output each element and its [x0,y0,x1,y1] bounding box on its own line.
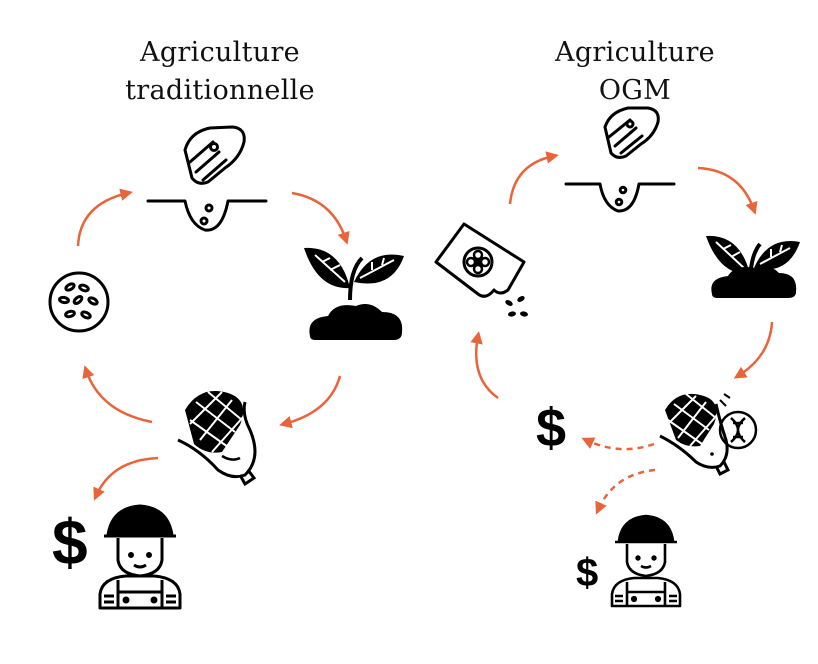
seed-dish-icon [48,271,110,333]
arrow-corn-to-market [581,437,655,451]
dashed-arrows-gmo [581,437,656,515]
arrow-seed-to-sow [76,188,133,247]
arrow-corn-to-packet [470,331,499,400]
dollar-sign-farmer-gmo: $ [576,551,598,595]
title-traditional-line1: Agriculture [140,37,300,68]
arrows-gmo [470,151,774,400]
dollar-sign-left: $ [52,506,88,578]
arrow-corn-to-dish [82,365,153,424]
arrows-traditional [76,188,350,501]
dna-icon [718,410,758,450]
hand-sowing-icon [146,125,268,232]
sprout-icon [304,247,404,340]
arrow-corn-to-farmer [93,456,159,501]
farmer-icon [98,504,182,610]
sprout-icon-gmo [706,235,800,298]
arrow-sprout-to-corn [279,375,342,429]
dollar-sign-market: $ [536,398,566,458]
title-gmo-line2: OGM [598,75,672,106]
arrow-corn-to-farmer-gmo [595,468,656,515]
hand-sowing-icon-gmo [564,106,676,213]
title-traditional: Agriculture traditionnelle [80,34,360,110]
title-gmo: Agriculture OGM [520,34,750,110]
arrow-sow-to-sprout [291,191,350,245]
title-traditional-line2: traditionnelle [125,75,315,106]
arrow-sow-to-sprout-gmo [697,166,758,215]
arrow-sprout-to-corn-gmo [733,321,774,379]
arrow-packet-to-sow [508,151,559,205]
farmer-icon-gmo [610,514,682,608]
gmo-corn-icon [659,393,731,477]
title-gmo-line1: Agriculture [555,37,715,68]
seed-packet-icon [434,222,526,298]
corn-icon [177,391,257,487]
falling-seeds-icon [505,296,528,317]
